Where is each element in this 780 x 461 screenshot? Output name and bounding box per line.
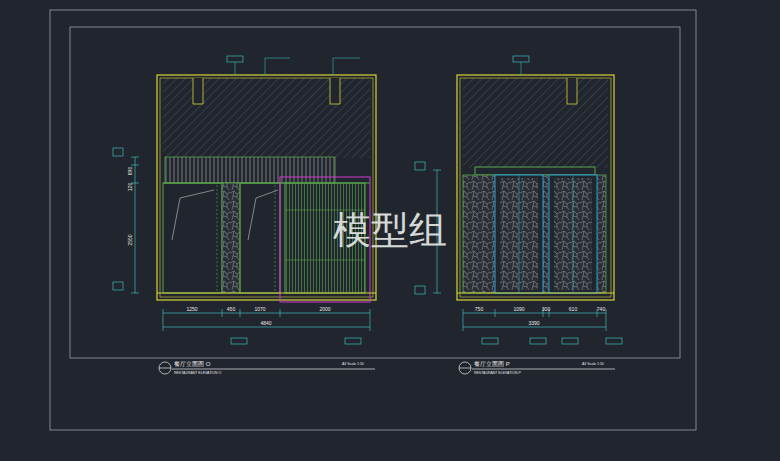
dimension: 750 bbox=[475, 307, 483, 312]
dimension: 1070 bbox=[254, 307, 265, 312]
view-title: 餐厅立面图 P bbox=[474, 361, 510, 367]
view-subtitle: RESTAURANT ELEVATION O bbox=[174, 372, 221, 376]
dimension: 2550 bbox=[128, 234, 133, 245]
view-subtitle: RESTAURANT ELEVATION P bbox=[474, 372, 521, 376]
dimension: 450 bbox=[227, 307, 235, 312]
dimension: 2000 bbox=[319, 307, 330, 312]
dimension: 610 bbox=[569, 307, 577, 312]
watermark: 模型组 bbox=[333, 211, 447, 249]
dimension: 3390 bbox=[528, 321, 539, 326]
scale-note: A3 Scale 1:50 bbox=[582, 363, 604, 367]
dimension: 690 bbox=[128, 167, 133, 175]
dimension: 120 bbox=[128, 183, 133, 191]
scale-note: A3 Scale 1:50 bbox=[342, 363, 364, 367]
dimension: 740 bbox=[597, 307, 605, 312]
dimension: 1250 bbox=[186, 307, 197, 312]
view-title: 餐厅立面图 O bbox=[174, 361, 210, 367]
dimension: 1090 bbox=[513, 307, 524, 312]
dimension: 300 bbox=[542, 307, 550, 312]
dimension: 4840 bbox=[260, 321, 271, 326]
